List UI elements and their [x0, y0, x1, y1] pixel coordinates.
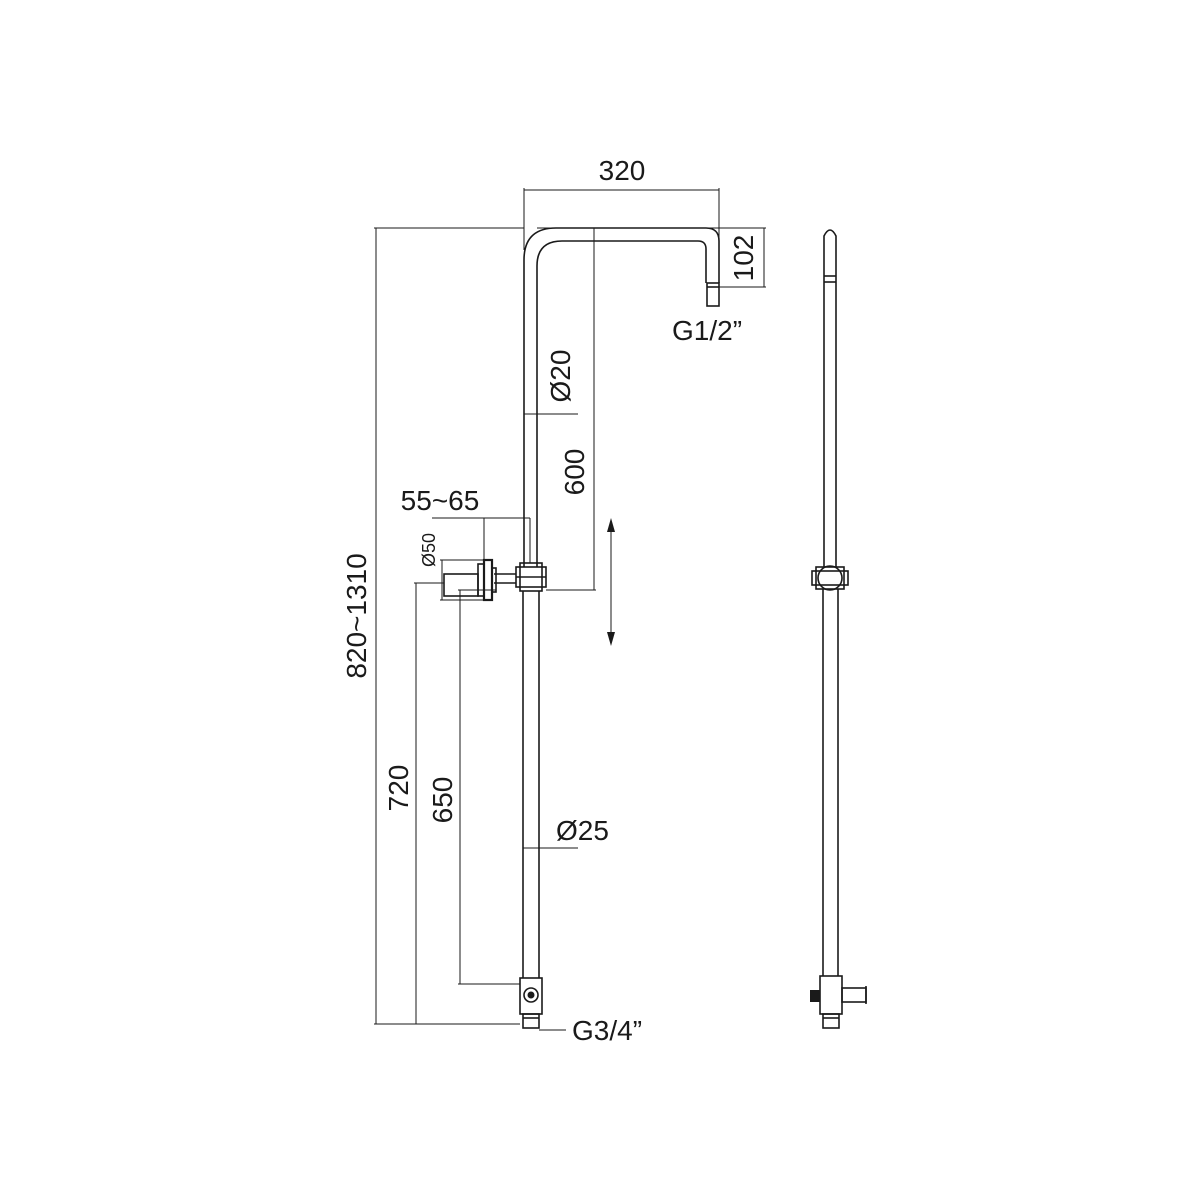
side-diverter-body: [819, 975, 843, 1015]
side-inlet-nipple: [822, 1013, 840, 1029]
side-diverter-knob: [841, 987, 867, 1003]
side-view: [810, 229, 867, 1029]
diverter-knob: [523, 987, 539, 1003]
upper-pipe-diameter-label: Ø20: [545, 350, 576, 403]
wall-flange-plate: [443, 573, 479, 597]
wall-offset-label: 55~65: [401, 485, 480, 516]
side-slider-ring: [817, 565, 843, 591]
upper-pipe-outline: [523, 227, 720, 567]
inlet-thread-label: G3/4”: [572, 1015, 642, 1046]
arm-length-label: 320: [599, 155, 646, 186]
side-slider-collar: [815, 566, 845, 590]
outlet-drop-label: 102: [728, 235, 759, 282]
flange-diameter-label: Ø50: [419, 533, 439, 567]
lower-pipe-diameter-label: Ø25: [556, 815, 609, 846]
slide-adjustment-arrow: [607, 518, 615, 646]
side-upper-pipe: [823, 229, 837, 567]
inlet-nipple: [522, 1013, 540, 1029]
total-height-label: 820~1310: [341, 553, 372, 678]
slider-ring: [519, 562, 543, 592]
wall-flange: [482, 558, 494, 602]
bracket-height-label: 720: [383, 765, 414, 812]
side-diverter-lever: [810, 990, 820, 1002]
dimension-lines: [374, 188, 766, 1031]
outlet-nipple: [706, 282, 720, 307]
front-view: [443, 227, 720, 1029]
slide-travel-label: 600: [559, 449, 590, 496]
outlet-thread-label: G1/2”: [672, 315, 742, 346]
upper-pipe-inner-outline: [536, 240, 707, 567]
bracket-to-inlet-label: 650: [427, 777, 458, 824]
